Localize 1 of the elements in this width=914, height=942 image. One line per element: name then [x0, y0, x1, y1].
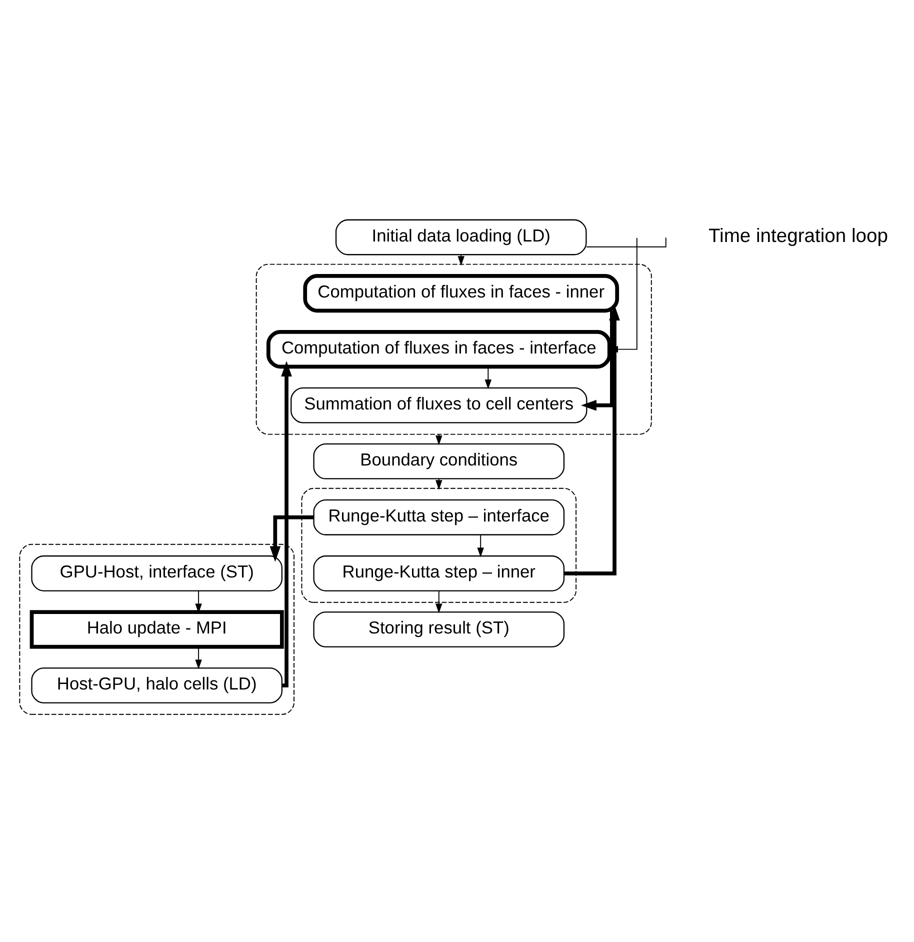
- label: Time integration loop: [708, 226, 888, 248]
